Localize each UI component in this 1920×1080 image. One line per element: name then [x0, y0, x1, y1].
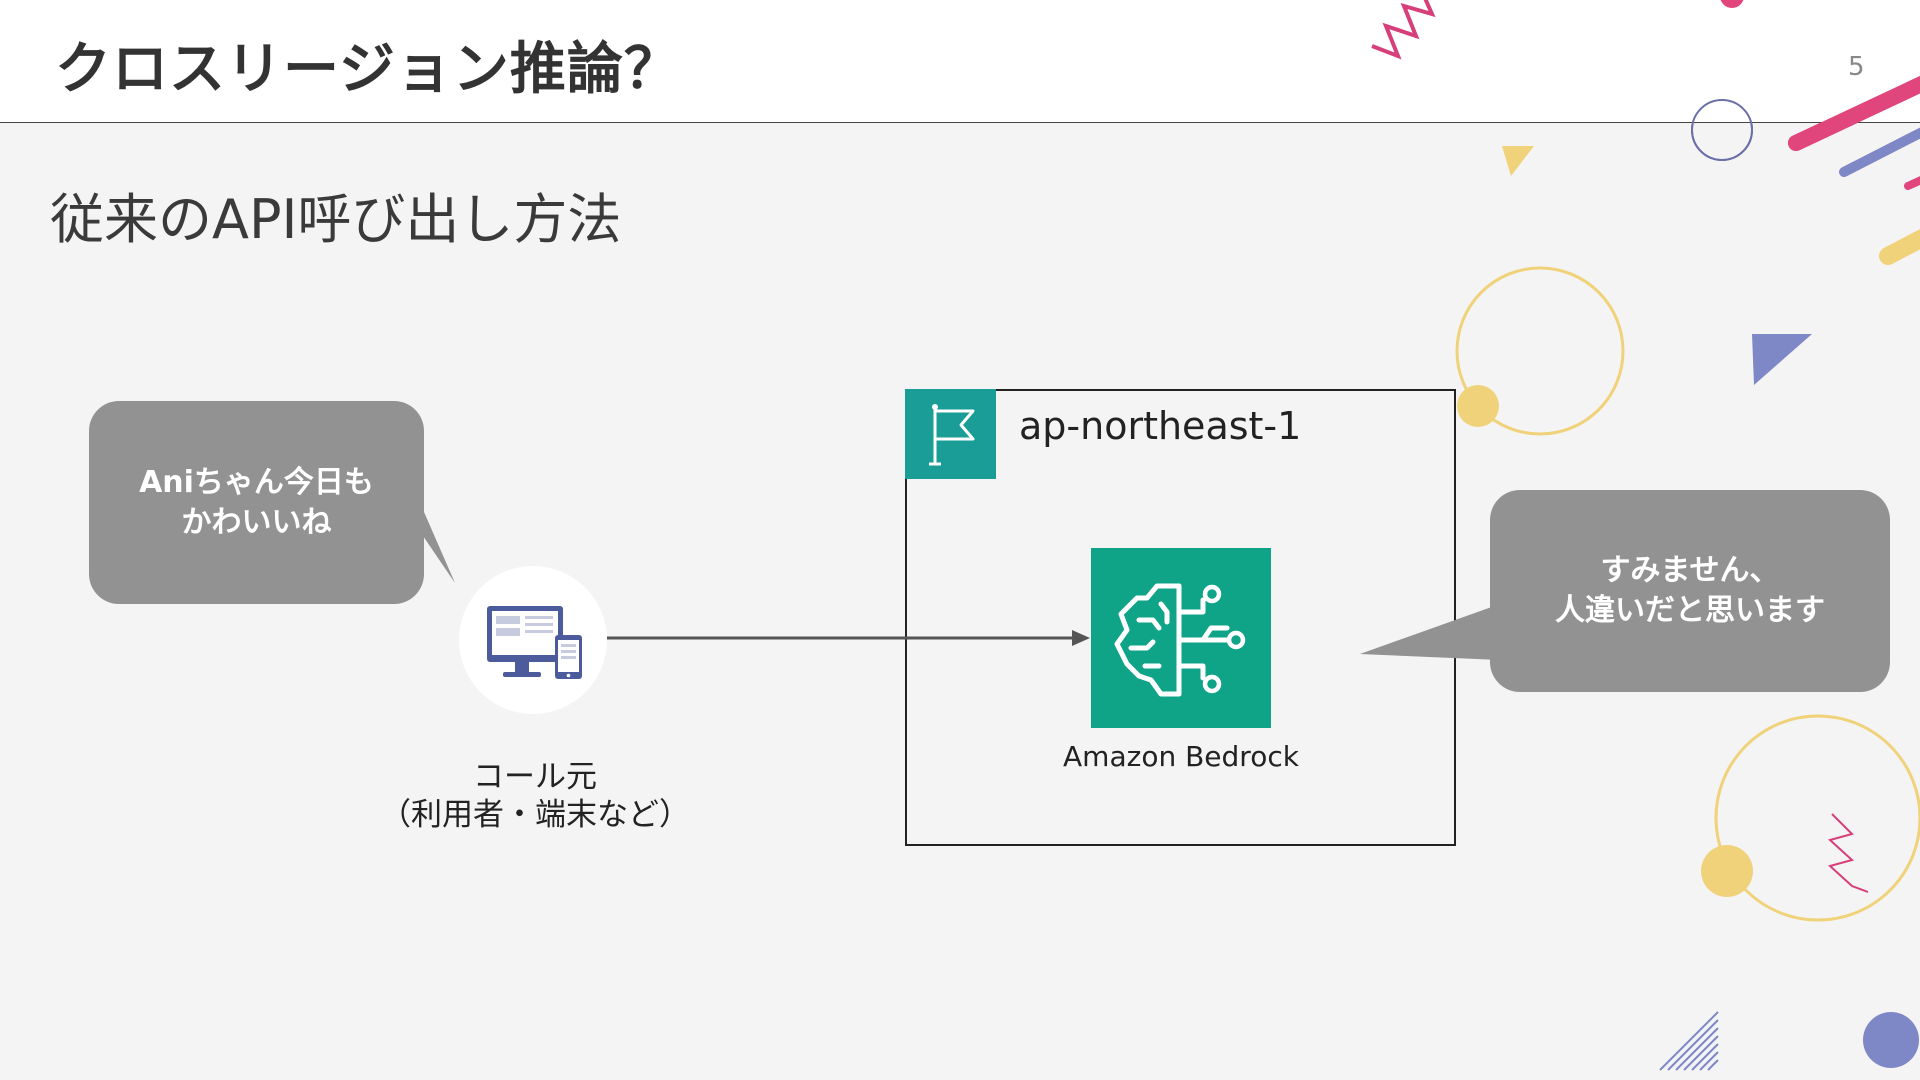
caller-label: コール元 （利用者・端末など）: [380, 759, 690, 833]
speech-bubble-left: Aniちゃん今日も かわいいね: [89, 401, 424, 604]
hatched-triangle-decoration: [1659, 1011, 1719, 1071]
bedrock-label: Amazon Bedrock: [1063, 740, 1299, 773]
pink-short-stroke-decoration: [1904, 176, 1920, 190]
yellow-dot-lower-decoration: [1701, 845, 1753, 897]
yellow-stroke-decoration: [1879, 229, 1920, 265]
page-number: 5: [1848, 52, 1865, 82]
desktop-and-mobile-icon: [487, 606, 582, 679]
zigzag-lower-decoration: [1827, 813, 1869, 893]
speech-bubble-right: すみません、 人違いだと思います: [1490, 490, 1890, 692]
yellow-ring-upper-decoration: [1455, 266, 1625, 436]
blue-triangle-decoration: [1752, 334, 1812, 385]
yellow-dot-upper-decoration: [1457, 385, 1499, 427]
caller-device-circle: [459, 566, 607, 714]
blue-dot-decoration: [1863, 1012, 1919, 1068]
bedrock-service-tile: [1091, 548, 1271, 728]
yellow-triangle-decoration: [1502, 146, 1534, 176]
region-flag-box: [905, 389, 996, 479]
region-label: ap-northeast-1: [1019, 404, 1302, 448]
slide-title: クロスリージョン推論？: [55, 37, 681, 102]
flag-icon: [929, 404, 975, 466]
blue-stroke-decoration: [1839, 127, 1920, 177]
slide-header: クロスリージョン推論？: [0, 0, 1920, 123]
slide-subtitle: 従来のAPI呼び出し方法: [50, 188, 622, 251]
yellow-ring-lower-decoration: [1714, 714, 1920, 922]
bedrock-brain-icon: [1114, 583, 1246, 697]
